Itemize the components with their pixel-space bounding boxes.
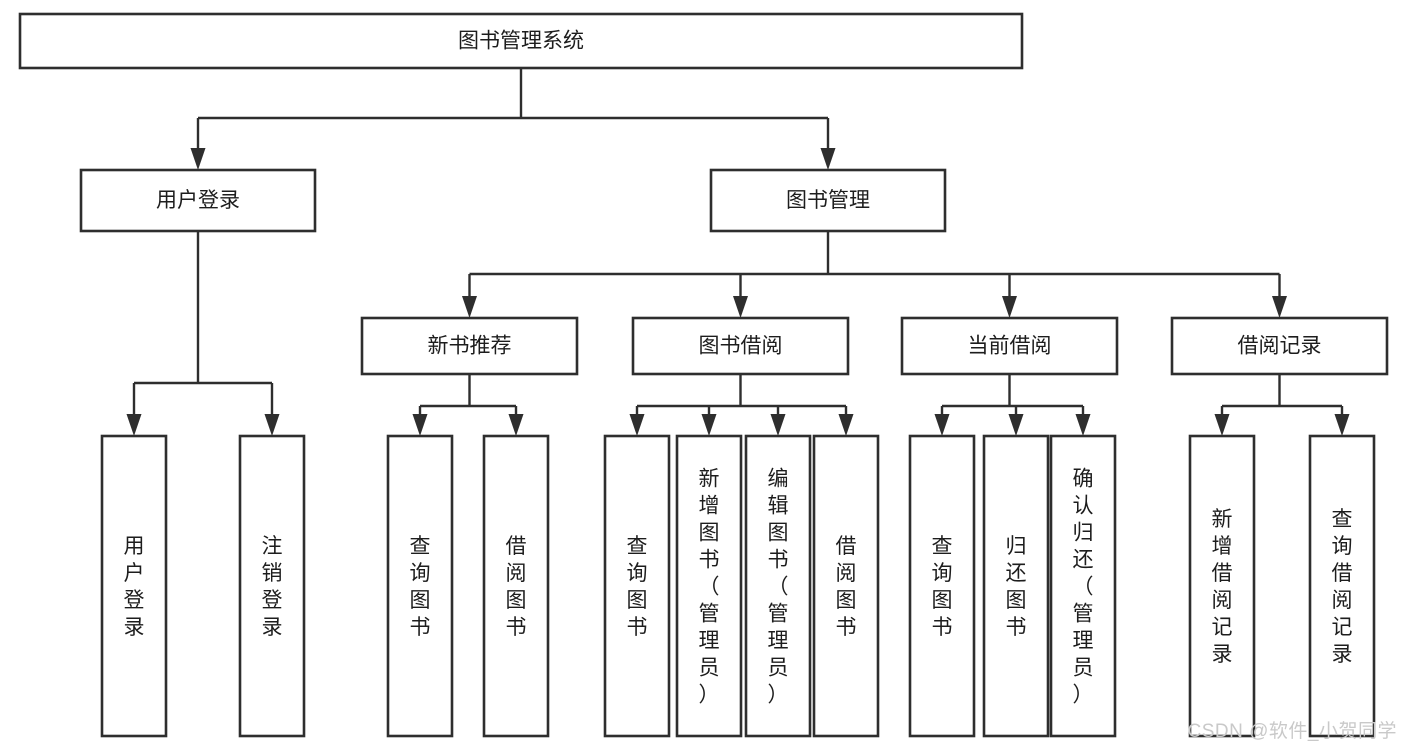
node-label: 借阅图书 (506, 535, 527, 639)
node-label: 用户登录 (156, 189, 240, 212)
node-box (908, 434, 976, 738)
node-leaf_10[interactable]: 归还图书 (982, 434, 1050, 738)
node-box (18, 12, 1024, 70)
node-label: 新增借阅记录 (1212, 508, 1233, 666)
node-box (482, 434, 550, 738)
node-label: 编辑图书（管理员） (768, 468, 789, 707)
node-l2_c[interactable]: 当前借阅 (900, 316, 1119, 376)
node-box (100, 434, 168, 738)
node-label: 新书推荐 (428, 335, 512, 358)
node-box (603, 434, 671, 738)
node-layer: 图书管理系统用户登录图书管理新书推荐图书借阅当前借阅借阅记录用户登录注销登录查询… (18, 12, 1389, 738)
connector-layer (126, 68, 1350, 436)
node-label: 当前借阅 (968, 335, 1052, 358)
node-label: 图书管理系统 (458, 30, 584, 53)
node-label: 查询图书 (410, 535, 431, 639)
node-leaf_6[interactable]: 新增图书（管理员） (675, 434, 743, 738)
node-l2_a[interactable]: 新书推荐 (360, 316, 579, 376)
node-leaf_2[interactable]: 注销登录 (238, 434, 306, 738)
node-leaf_3[interactable]: 查询图书 (386, 434, 454, 738)
node-label: 确认归还（管理员） (1073, 468, 1094, 707)
node-label: 新增图书（管理员） (699, 468, 720, 707)
node-leaf_12[interactable]: 新增借阅记录 (1188, 434, 1256, 738)
node-leaf_8[interactable]: 借阅图书 (812, 434, 880, 738)
node-box (1188, 434, 1256, 738)
node-l1_a[interactable]: 用户登录 (79, 168, 317, 233)
node-label: 借阅记录 (1238, 335, 1322, 358)
node-label: 归还图书 (1006, 535, 1027, 639)
node-label: 用户登录 (124, 535, 145, 639)
node-label: 查询图书 (627, 535, 648, 639)
node-box (675, 434, 743, 738)
node-l2_d[interactable]: 借阅记录 (1170, 316, 1389, 376)
node-box (1308, 434, 1376, 738)
node-box (1170, 316, 1389, 376)
node-root[interactable]: 图书管理系统 (18, 12, 1024, 70)
node-leaf_13[interactable]: 查询借阅记录 (1308, 434, 1376, 738)
node-box (812, 434, 880, 738)
node-leaf_7[interactable]: 编辑图书（管理员） (744, 434, 812, 738)
node-leaf_11[interactable]: 确认归还（管理员） (1049, 434, 1117, 738)
watermark-csdn: CSDN @软件_小贺同学 (1187, 721, 1397, 742)
node-leaf_4[interactable]: 借阅图书 (482, 434, 550, 738)
node-leaf_9[interactable]: 查询图书 (908, 434, 976, 738)
node-leaf_1[interactable]: 用户登录 (100, 434, 168, 738)
node-l1_b[interactable]: 图书管理 (709, 168, 947, 233)
node-box (360, 316, 579, 376)
node-box (744, 434, 812, 738)
node-box (900, 316, 1119, 376)
node-box (386, 434, 454, 738)
node-label: 查询图书 (932, 535, 953, 639)
node-box (79, 168, 317, 233)
node-leaf_5[interactable]: 查询图书 (603, 434, 671, 738)
node-label: 注销登录 (262, 535, 283, 639)
node-box (982, 434, 1050, 738)
node-box (1049, 434, 1117, 738)
node-box (631, 316, 850, 376)
node-l2_b[interactable]: 图书借阅 (631, 316, 850, 376)
node-label: 查询借阅记录 (1332, 508, 1353, 666)
node-label: 图书管理 (786, 189, 870, 212)
node-box (709, 168, 947, 233)
node-label: 图书借阅 (699, 335, 783, 358)
node-box (238, 434, 306, 738)
node-label: 借阅图书 (836, 535, 857, 639)
